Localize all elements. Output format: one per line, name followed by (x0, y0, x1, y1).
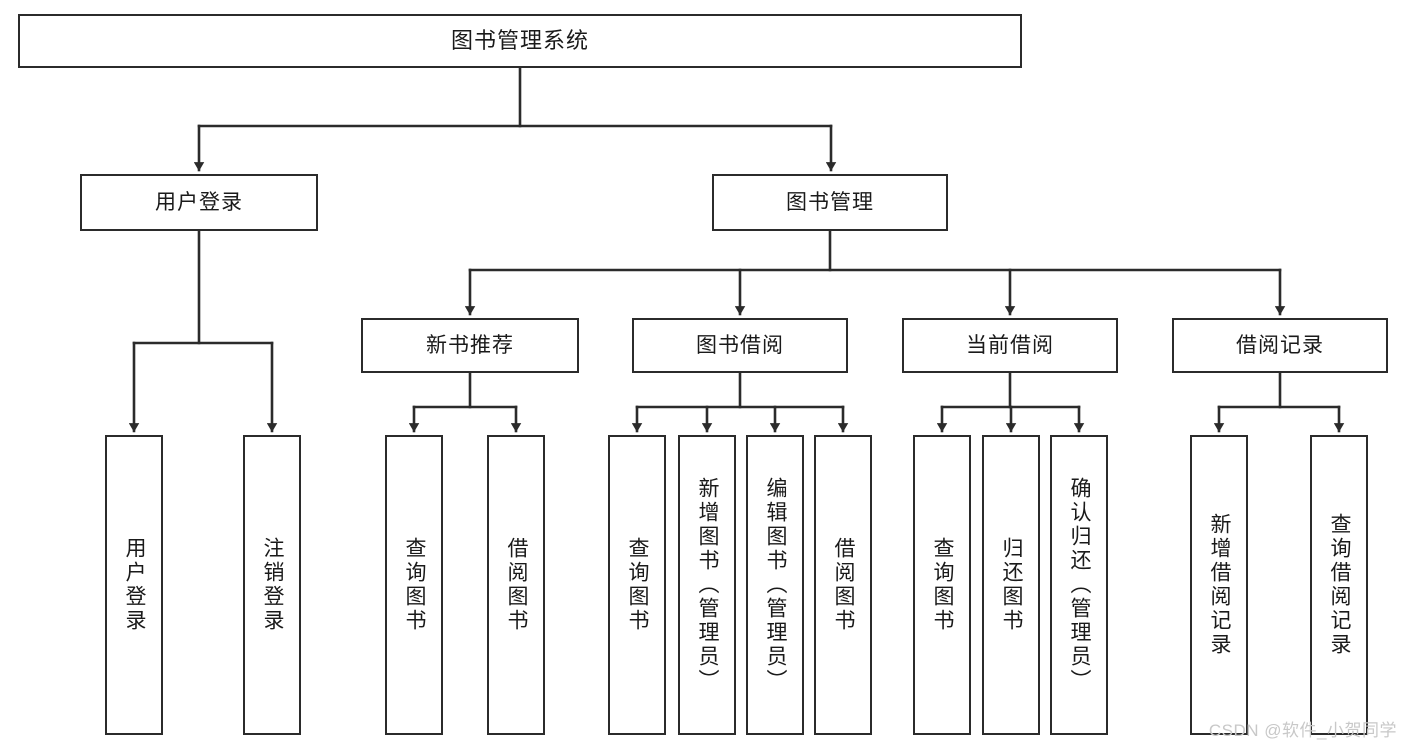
node-leaf-logout[interactable]: 注销登录 (243, 435, 301, 735)
node-label: 用户登录 (155, 190, 243, 214)
node-book-borrow[interactable]: 图书借阅 (632, 318, 848, 373)
node-leaf-edit-book[interactable]: 编辑图书（管理员） (746, 435, 804, 735)
node-leaf-query-book-2[interactable]: 查询图书 (608, 435, 666, 735)
node-label: 借阅图书 (505, 537, 529, 633)
node-leaf-query-book-3[interactable]: 查询图书 (913, 435, 971, 735)
node-leaf-add-book[interactable]: 新增图书（管理员） (678, 435, 736, 735)
node-label: 查询图书 (403, 537, 427, 633)
node-label: 图书借阅 (696, 333, 784, 357)
node-label: 当前借阅 (966, 333, 1054, 357)
node-label: 编辑图书（管理员） (764, 477, 788, 693)
node-leaf-borrow-book-1[interactable]: 借阅图书 (487, 435, 545, 735)
node-root-system[interactable]: 图书管理系统 (18, 14, 1022, 68)
node-label: 新增借阅记录 (1208, 513, 1232, 657)
node-new-book-recommend[interactable]: 新书推荐 (361, 318, 579, 373)
node-label: 查询图书 (931, 537, 955, 633)
node-label: 确认归还（管理员） (1068, 477, 1092, 693)
node-borrow-record[interactable]: 借阅记录 (1172, 318, 1388, 373)
node-label: 借阅图书 (832, 537, 856, 633)
node-label: 新书推荐 (426, 333, 514, 357)
node-label: 图书管理系统 (450, 27, 589, 53)
node-label: 图书管理 (786, 190, 874, 214)
node-label: 借阅记录 (1236, 333, 1324, 357)
node-leaf-borrow-book-2[interactable]: 借阅图书 (814, 435, 872, 735)
watermark: CSDN @软件_小贺同学 (1208, 721, 1397, 740)
node-book-manage[interactable]: 图书管理 (712, 174, 948, 231)
node-label: 用户登录 (123, 537, 147, 633)
node-leaf-add-record[interactable]: 新增借阅记录 (1190, 435, 1248, 735)
node-leaf-user-login[interactable]: 用户登录 (105, 435, 163, 735)
node-leaf-query-book-1[interactable]: 查询图书 (385, 435, 443, 735)
node-current-borrow[interactable]: 当前借阅 (902, 318, 1118, 373)
node-leaf-query-record[interactable]: 查询借阅记录 (1310, 435, 1368, 735)
node-label: 查询图书 (626, 537, 650, 633)
node-label: 新增图书（管理员） (696, 477, 720, 693)
node-user-login[interactable]: 用户登录 (80, 174, 318, 231)
node-label: 归还图书 (1000, 537, 1024, 633)
node-label: 注销登录 (261, 537, 285, 633)
node-leaf-confirm-return[interactable]: 确认归还（管理员） (1050, 435, 1108, 735)
node-leaf-return-book[interactable]: 归还图书 (982, 435, 1040, 735)
node-label: 查询借阅记录 (1328, 513, 1352, 657)
